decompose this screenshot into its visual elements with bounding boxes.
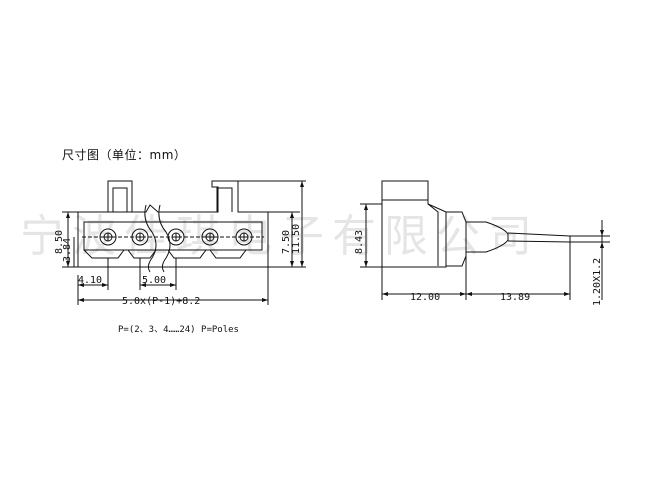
cavity-row bbox=[83, 221, 263, 251]
dim-4-10: 4.10 bbox=[78, 275, 102, 286]
dim-7-50: 7.50 bbox=[281, 230, 292, 254]
dim-pin-section: 1.20X1.2 bbox=[592, 258, 603, 306]
front-view bbox=[62, 180, 306, 305]
pin-wire-bottom bbox=[507, 240, 571, 243]
dim-5-00: 5.00 bbox=[142, 275, 166, 286]
poles-formula: P=(2、3、4……24) P=Poles bbox=[118, 325, 239, 335]
dim-3-84: 3.84 bbox=[62, 238, 73, 262]
dim-8-50: 8.50 bbox=[54, 230, 65, 254]
left-latch-tab bbox=[107, 180, 133, 212]
break-symbol bbox=[144, 204, 157, 273]
dim-12-00: 12.00 bbox=[410, 292, 440, 303]
dim-total-width: 5.0x(P-1)+8.2 bbox=[122, 296, 200, 307]
bottom-profile bbox=[83, 249, 247, 259]
pin-head bbox=[466, 221, 509, 253]
right-latch-inner bbox=[216, 187, 233, 212]
front-body-outline bbox=[77, 180, 269, 268]
drawing-title: 尺寸图（单位：mm） bbox=[62, 148, 187, 162]
dim-8-43: 8.43 bbox=[354, 230, 365, 254]
pin-wire-top bbox=[507, 232, 571, 237]
dim-11-50: 11.50 bbox=[291, 224, 302, 254]
side-body-outline bbox=[381, 180, 467, 268]
dim-13-89: 13.89 bbox=[500, 292, 530, 303]
left-latch-inner bbox=[112, 187, 128, 212]
side-view bbox=[360, 180, 610, 300]
break-symbol-2 bbox=[158, 204, 171, 273]
